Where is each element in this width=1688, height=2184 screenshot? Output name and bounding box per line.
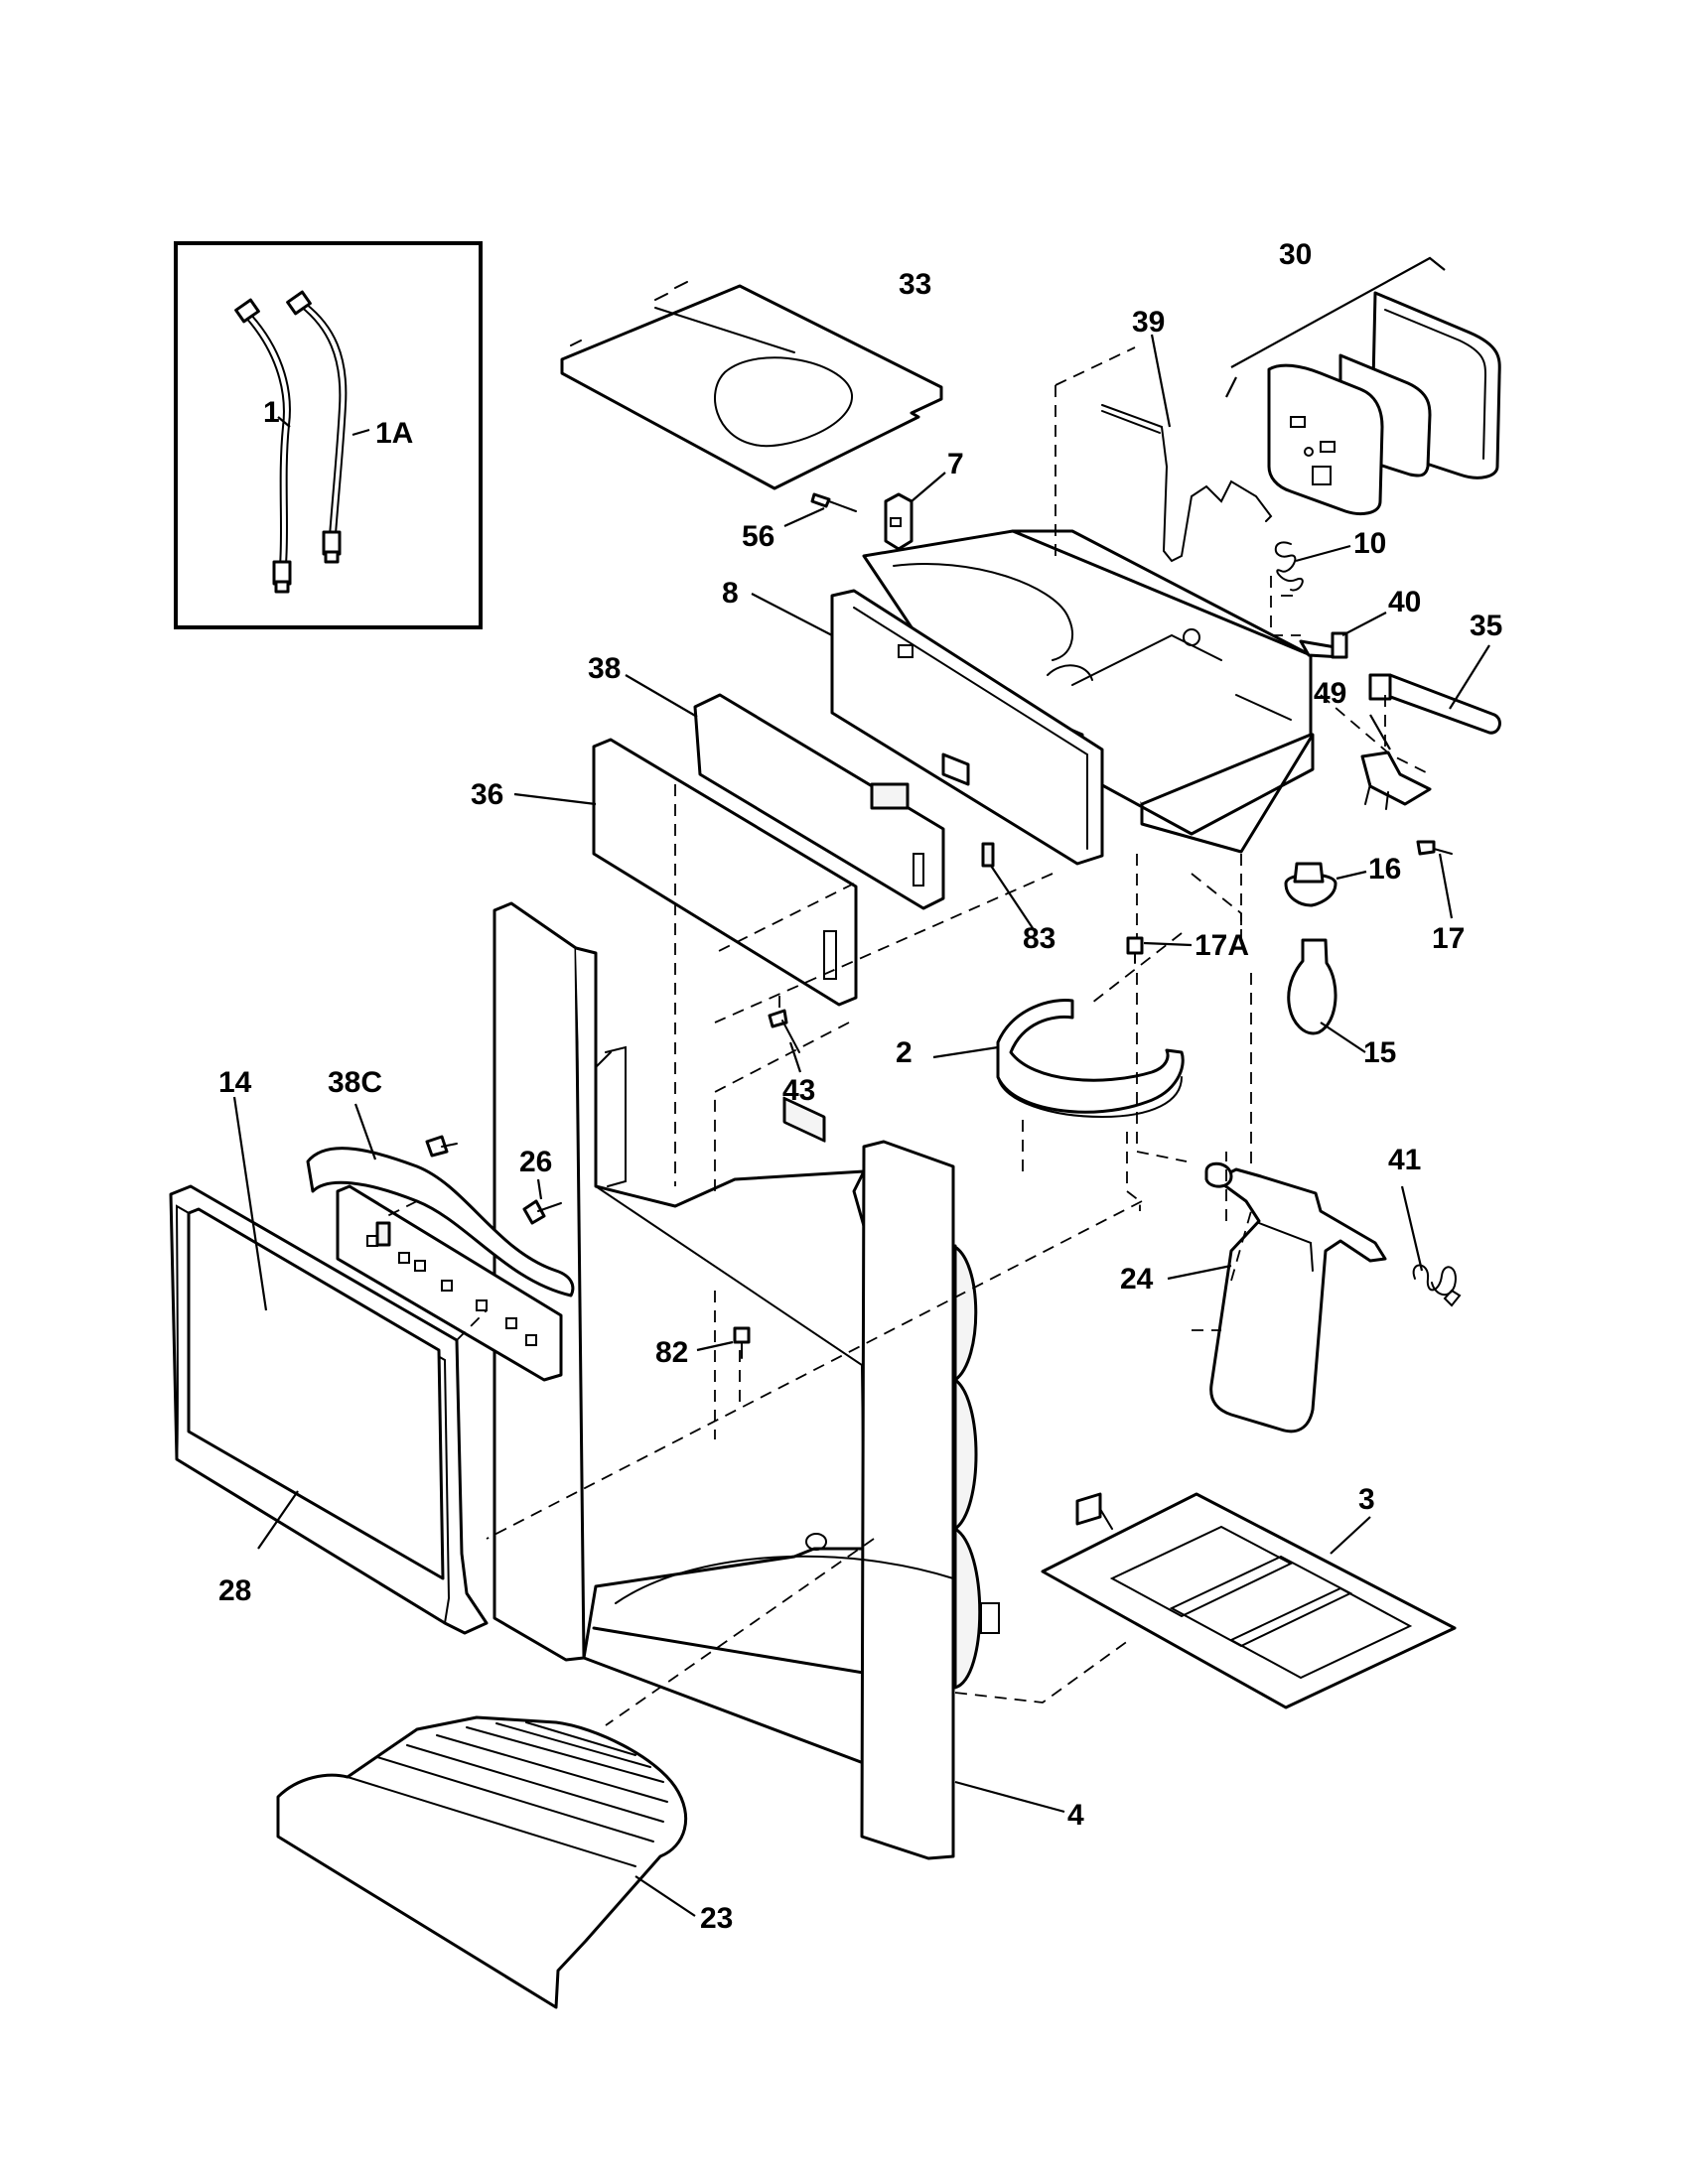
callout-17: 17	[1432, 922, 1465, 955]
part-17-screw	[1416, 840, 1454, 919]
callout-24: 24	[1120, 1263, 1154, 1296]
callout-8: 8	[722, 577, 739, 610]
part-56-screw	[783, 492, 857, 528]
part-15-bulb	[1287, 938, 1366, 1053]
callout-3: 3	[1358, 1483, 1375, 1516]
callout-38C: 38C	[328, 1066, 382, 1099]
part-26-screw	[522, 1178, 562, 1225]
part-1-tube	[234, 298, 292, 594]
callout-14: 14	[218, 1066, 252, 1099]
part-24-chute-arm	[1167, 1161, 1387, 1433]
callout-10: 10	[1353, 527, 1386, 560]
callout-30: 30	[1279, 238, 1312, 271]
small-screw-38C	[425, 1135, 458, 1158]
part-38C-display-board	[306, 1103, 575, 1382]
part-1A-tube	[286, 290, 348, 564]
part-4-frame	[492, 901, 1065, 1860]
part-38-control-board	[625, 674, 945, 1143]
part-35-actuator	[1368, 644, 1501, 735]
part-17A-screw	[1126, 936, 1193, 964]
part-36-front-panel	[513, 738, 858, 1007]
part-7-clip	[884, 472, 946, 551]
alignment-guides	[386, 346, 1431, 1726]
inset-frame	[174, 241, 483, 629]
callout-49: 49	[1314, 677, 1346, 710]
callout-83: 83	[1023, 922, 1055, 955]
callout-35: 35	[1470, 610, 1502, 642]
tube-inset	[174, 241, 483, 629]
callout-17A: 17A	[1195, 929, 1249, 962]
part-23-drip-tray	[276, 1715, 696, 2009]
part-40-shaft	[1299, 612, 1387, 659]
part-10-spring	[1274, 541, 1351, 592]
part-83-pin	[981, 842, 1034, 929]
callout-2: 2	[896, 1036, 913, 1069]
part-49-switch	[1360, 714, 1432, 810]
callout-43: 43	[782, 1074, 815, 1107]
callout-1: 1	[263, 396, 280, 429]
callout-41: 41	[1388, 1144, 1421, 1176]
callout-33: 33	[899, 268, 931, 301]
part-3-heater-pad	[1041, 1492, 1457, 1709]
callout-4: 4	[1067, 1799, 1084, 1832]
part-43-screw	[768, 1009, 802, 1073]
part-30-housing-covers	[1225, 256, 1501, 515]
callout-7: 7	[947, 448, 964, 480]
part-39-wire-arm	[1101, 334, 1273, 563]
part-33-cover-plate	[560, 281, 943, 490]
callout-28: 28	[218, 1574, 251, 1607]
callout-40: 40	[1388, 586, 1421, 618]
part-41-spring	[1400, 1185, 1462, 1307]
callout-16: 16	[1368, 853, 1401, 886]
callout-labels: 1 1A 33 30 39 7 56 10 8 40 35 38 49 36 1…	[218, 238, 1502, 1935]
callout-38: 38	[588, 652, 621, 685]
callout-23: 23	[700, 1902, 733, 1935]
callout-1A: 1A	[375, 417, 413, 450]
callout-26: 26	[519, 1146, 552, 1178]
part-8-dispenser-housing	[751, 529, 1315, 866]
part-16-cap	[1284, 862, 1367, 907]
callout-39: 39	[1132, 306, 1165, 339]
part-14-lens	[187, 1096, 445, 1580]
part-82-screw	[696, 1326, 751, 1359]
callout-56: 56	[742, 520, 774, 553]
part-2-chute-ring	[932, 999, 1185, 1119]
callout-36: 36	[471, 778, 503, 811]
callout-15: 15	[1363, 1036, 1396, 1069]
callout-82: 82	[655, 1336, 688, 1369]
